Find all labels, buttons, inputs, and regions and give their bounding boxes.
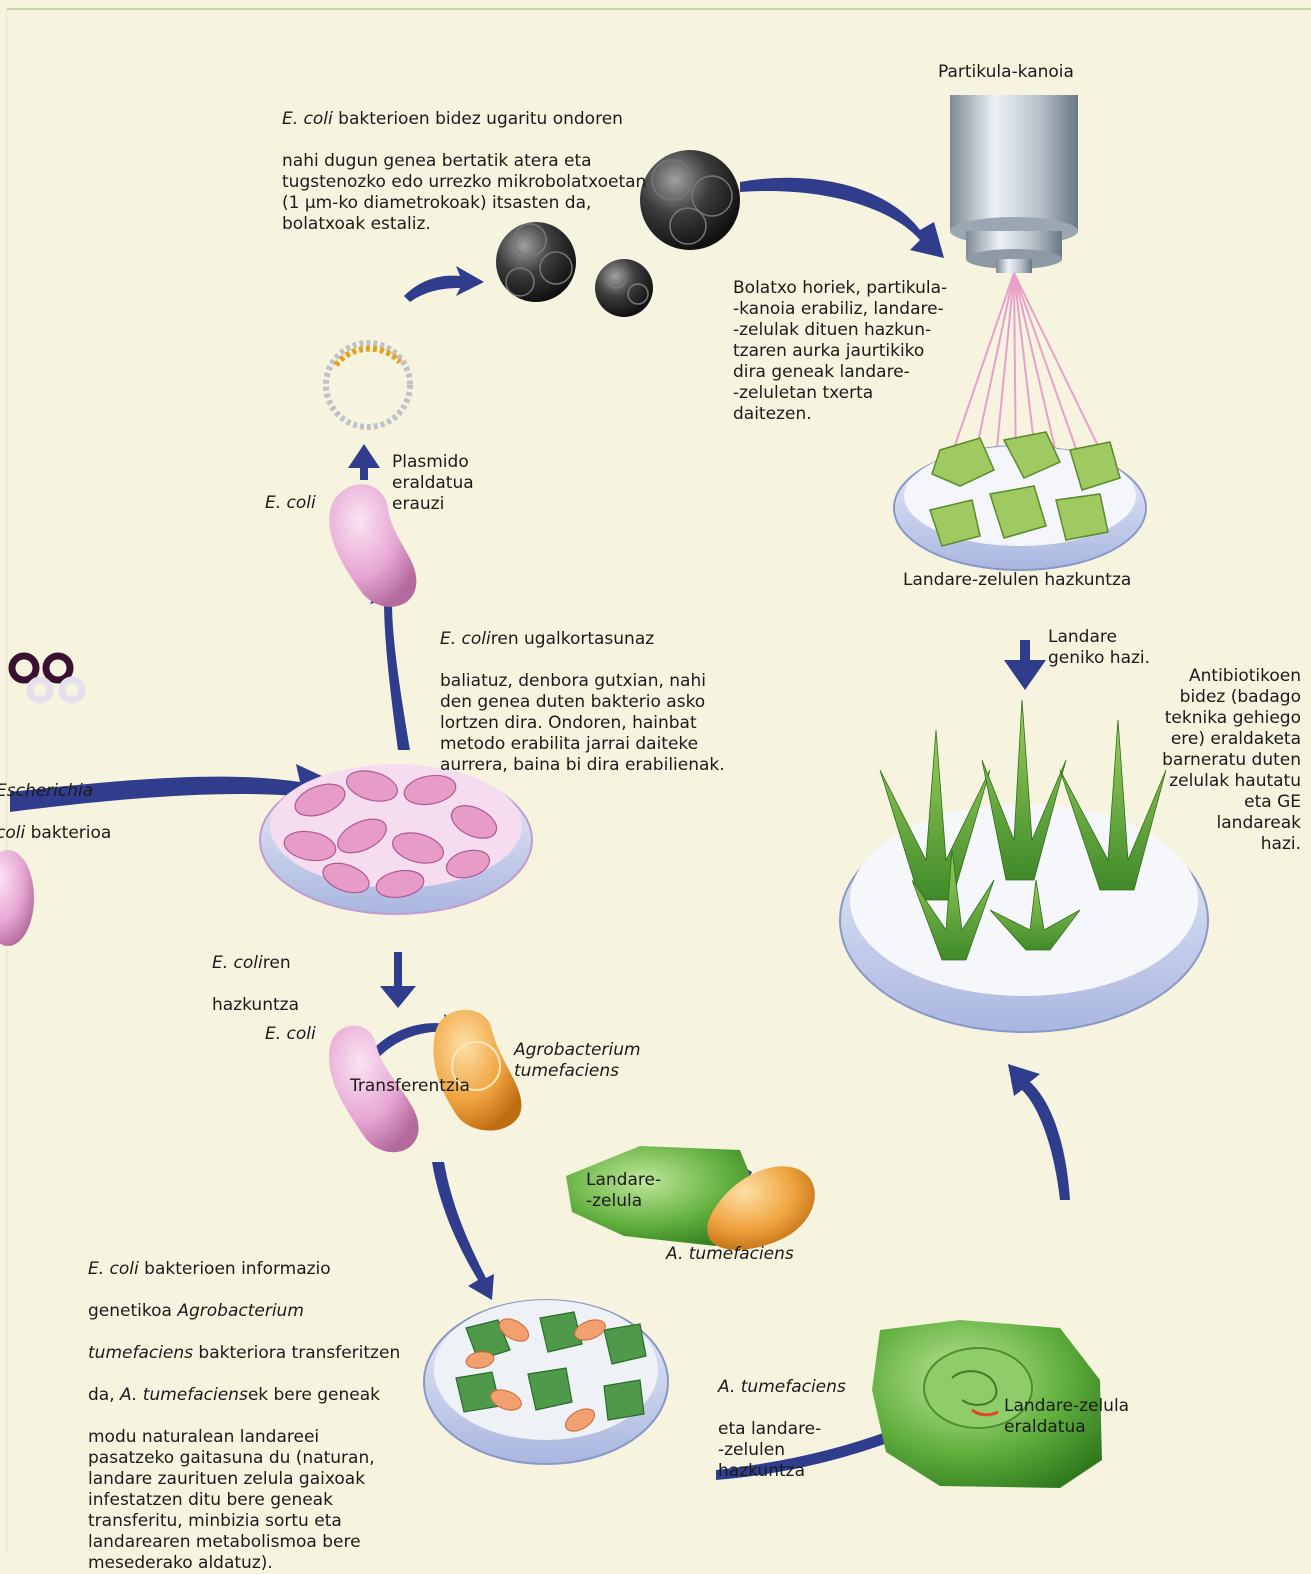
arrow-to-atumef-dish	[432, 1162, 494, 1300]
info-line2: genetikoa	[88, 1301, 177, 1321]
info-rest: modu naturalean landareei pasatzeko gait…	[88, 1427, 375, 1573]
coating-text-rest: nahi dugun genea bertatik atera eta tugs…	[282, 151, 646, 234]
coating-text-italic: E. coli	[282, 109, 333, 129]
particle-gun-label: Partikula-kanoia	[938, 62, 1074, 83]
reproduction-text-rest: baliatuz, denbora gutxian, nahi den gene…	[440, 671, 725, 775]
transfer-label: Transferentzia	[350, 1076, 470, 1097]
plant-cell-dish	[894, 432, 1146, 570]
escherichia-line2: bakterioa	[25, 823, 111, 843]
ecoli-culture-suffix: ren	[263, 953, 291, 973]
antibiotic-text: Antibiotikoen bidez (badago teknika gehi…	[1141, 666, 1301, 855]
escherichia-line2-italic: coli	[0, 823, 25, 843]
arrow-down-plant-culture	[1004, 610, 1046, 690]
shoot-text: Bolatxo horiek, partikula- -kanoia erabi…	[733, 278, 947, 425]
plant-culture-label: Landare-zelulen hazkuntza	[903, 570, 1131, 591]
arrow-to-balls	[404, 266, 484, 302]
ecoli-mid-label: E. coli	[265, 1024, 316, 1045]
escherichia-label: Escherichia coli bakterioa	[0, 760, 111, 844]
agrobacterium-bacterium	[433, 1010, 521, 1131]
arrow-down-to-transfer	[380, 952, 416, 1008]
ecoli-culture-dish	[260, 764, 532, 914]
ecoli-top-label: E. coli	[265, 493, 316, 514]
info-line3-italic: tumefaciens	[88, 1343, 193, 1363]
coating-text-line1: bakterioen bidez ugaritu ondoren	[333, 109, 623, 129]
info-line1: bakterioen informazio	[139, 1259, 331, 1279]
atumef-culture-dish	[424, 1300, 668, 1464]
escherichia-bacterium	[0, 850, 34, 946]
info-line2-italic: Agrobacterium	[177, 1301, 304, 1321]
ecoli-culture-line2: hazkuntza	[212, 995, 299, 1015]
atumef-label: A. tumefaciens	[666, 1244, 794, 1265]
atumef-culture-italic: A. tumefaciens	[718, 1377, 846, 1397]
plasmid-label: Plasmido eraldatua erauzi	[392, 452, 474, 515]
reproduction-text-italic: E. coli	[440, 629, 491, 649]
arrow-to-gun	[740, 178, 944, 258]
coating-text: E. coli bakterioen bidez ugaritu ondoren…	[282, 88, 646, 235]
agrobacterium-label: Agrobacterium tumefaciens	[514, 1040, 641, 1082]
ecoli-culture-label: E. coliren hazkuntza	[212, 932, 299, 1016]
escherichia-line1: Escherichia	[0, 781, 93, 801]
reproduction-text: E. coliren ugalkortasunaz baliatuz, denb…	[440, 608, 725, 776]
plant-cell-label: Landare- -zelula	[586, 1170, 661, 1212]
atumef-culture-rest: eta landare- -zelulen hazkuntza	[718, 1419, 821, 1481]
ecoli-culture-italic: E. coli	[212, 953, 263, 973]
plasmid-rings-left	[12, 656, 82, 700]
info-line3: bakteriora transferitzen	[193, 1343, 400, 1363]
arrow-up-to-gm-dish	[1008, 1064, 1070, 1200]
info-line1-italic: E. coli	[88, 1259, 139, 1279]
particle-gun	[950, 95, 1078, 273]
info-line4-rest: ek bere geneak	[248, 1385, 380, 1405]
transformed-cell-label: Landare-zelula eraldatua	[1004, 1396, 1129, 1438]
gm-seed-label: Landare geniko hazi.	[1048, 627, 1150, 669]
atumef-culture-label: A. tumefaciens eta landare- -zelulen haz…	[718, 1356, 846, 1482]
info-text: E. coli bakterioen informazio genetikoa …	[88, 1238, 400, 1574]
info-line4-italic: A. tumefaciens	[120, 1385, 248, 1405]
reproduction-text-line1: ren ugalkortasunaz	[491, 629, 654, 649]
arrow-up-to-plasmid	[348, 444, 380, 480]
info-line4: da,	[88, 1385, 120, 1405]
